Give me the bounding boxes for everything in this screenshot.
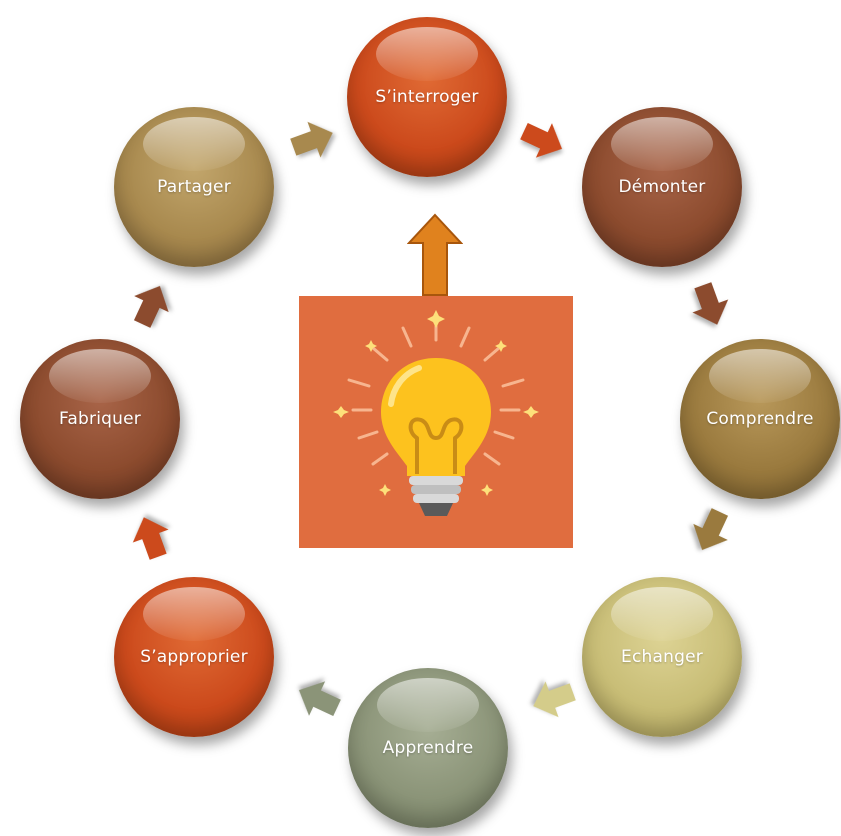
node-label: Fabriquer [59, 409, 141, 429]
node-label: Apprendre [382, 738, 474, 758]
arrow-icon [680, 500, 741, 561]
arrow-icon [122, 508, 181, 567]
node-label: Démonter [618, 177, 706, 197]
arrow-icon [120, 274, 181, 335]
node-sinterroger: S’interroger [347, 17, 507, 177]
arrow-icon [284, 111, 343, 170]
arrow-icon [512, 109, 573, 170]
node-label: S’approprier [140, 647, 248, 667]
node-partager: Partager [114, 107, 274, 267]
node-label: Partager [157, 177, 231, 197]
node-demonter: Démonter [582, 107, 742, 267]
arrow-icon [681, 276, 740, 335]
node-label: Echanger [621, 647, 703, 667]
node-fabriquer: Fabriquer [20, 339, 180, 499]
center-panel [299, 296, 573, 548]
arrow-icon [524, 670, 583, 729]
node-label: S’interroger [375, 87, 479, 107]
arrow-icon [287, 668, 348, 729]
node-comprendre: Comprendre [680, 339, 840, 499]
node-apprendre: Apprendre [348, 668, 508, 828]
node-label: Comprendre [706, 409, 814, 429]
node-sapproprier: S’approprier [114, 577, 274, 737]
lightbulb-icon [333, 310, 539, 516]
up-arrow-icon [407, 213, 463, 297]
node-echanger: Echanger [582, 577, 742, 737]
